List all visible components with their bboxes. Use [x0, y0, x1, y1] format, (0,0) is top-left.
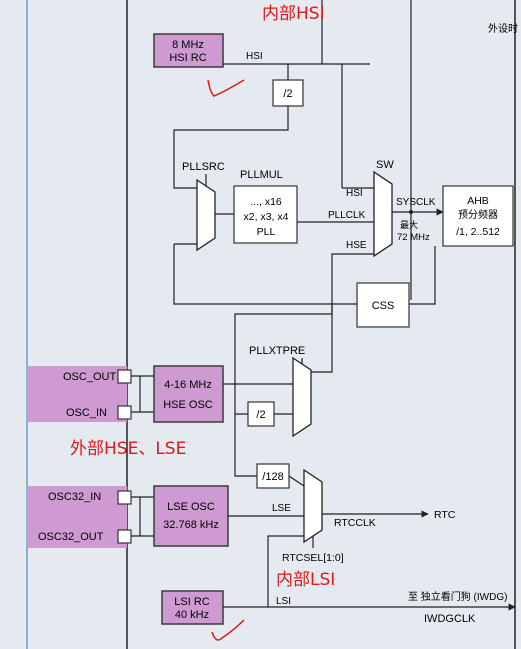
pll-line1: ..., x16 [250, 196, 282, 208]
osc-out-pin-label: OSC_OUT [63, 371, 116, 383]
osc-in-pin [117, 405, 132, 420]
sw-label: SW [376, 159, 394, 171]
ahb-line2: 预分频器 [458, 208, 498, 221]
rtcclk-label: RTCCLK [334, 517, 376, 529]
div128-to-rtcsel [288, 475, 305, 487]
lsi-rc-block [161, 590, 224, 625]
lsi-rc-line2: 40 kHz [175, 609, 209, 621]
pll-line3: PLL [257, 226, 276, 238]
lse-pin-area [27, 486, 127, 548]
hse-pin-area [27, 366, 127, 422]
hse-to-div128 [234, 414, 257, 477]
pllmul-label: PLLMUL [240, 169, 283, 181]
pllxtpre-label: PLLXTPRE [249, 345, 305, 357]
sysclk-label: SYSCLK [396, 197, 436, 208]
iwdgclk-label: IWDGCLK [424, 613, 476, 625]
lse-osc-line1: LSE OSC [167, 501, 215, 513]
hse-to-sw-wire [234, 253, 374, 384]
div2-to-pllsrc [173, 106, 289, 189]
osc32-out-pin [117, 529, 132, 544]
hse-div2-block [247, 401, 275, 427]
hse-osc-block [153, 365, 224, 423]
hse-div2-label: /2 [256, 409, 265, 421]
external-hse-lse-annotation: 外部HSE、LSE [70, 439, 186, 459]
sw-hse-label: HSE [346, 240, 367, 251]
max-label: 最大 [400, 219, 418, 230]
sw-hsi-label: HSI [346, 188, 363, 199]
div128-label: /128 [262, 471, 283, 483]
internal-hsi-annotation: 内部HSI [262, 4, 325, 24]
sw-mux [373, 170, 393, 258]
lse-osc-line2: 32.768 kHz [163, 519, 219, 531]
osc32-in-pin [117, 490, 132, 505]
pllxtpre-to-pllsrc [311, 304, 333, 373]
css-to-ahb [409, 246, 436, 305]
hse-to-div2 [234, 384, 248, 415]
pllsrc-label: PLLSRC [182, 161, 225, 173]
hse-osc-line2: HSE OSC [163, 399, 213, 411]
osc-out-pin [117, 369, 132, 384]
hsi-div2-label: /2 [283, 88, 292, 100]
lse-osc-block [153, 485, 229, 547]
osc32-in-pin-label: OSC32_IN [48, 491, 101, 503]
pllsrc-mux [196, 178, 216, 252]
iwdg-target-label: 至 独立看门狗 (IWDG) [408, 590, 507, 603]
lse-label: LSE [272, 503, 291, 514]
lsi-rc-line1: LSI RC [174, 596, 210, 608]
osc32-out-pin-label: OSC32_OUT [38, 531, 104, 543]
pllclk-label: PLLCLK [328, 210, 366, 221]
osc-in-pin-label: OSC_IN [66, 407, 107, 419]
css-block [356, 282, 410, 328]
rtc-label: RTC [434, 509, 456, 521]
hse-osc-line1: 4-16 MHz [164, 379, 212, 391]
ahb-line3: /1, 2..512 [456, 226, 500, 238]
sysclk-junction [409, 210, 413, 214]
ahb-line1: AHB [467, 195, 489, 207]
hsi-wire-label: HSI [246, 51, 263, 62]
lsi-wire [223, 535, 304, 608]
peripheral-clock-label: 外设时 [488, 23, 518, 35]
hsi-rc-line1: 8 MHz [172, 39, 204, 51]
ahb-block [442, 185, 514, 247]
max-value: 72 MHz [397, 232, 430, 243]
hsi-rc-block [153, 33, 224, 68]
pll-line2: x2, x3, x4 [244, 211, 289, 223]
lsi-label: LSI [276, 596, 291, 607]
hsi-rc-line2: HSI RC [169, 52, 206, 64]
rtcsel-mux [303, 468, 323, 544]
lsi-underline-mark [211, 619, 245, 641]
pllsrc-lower-input [173, 244, 332, 305]
rtcsel-label: RTCSEL[1:0] [282, 552, 344, 564]
pllxtpre-mux [292, 356, 312, 438]
css-label: CSS [372, 300, 395, 312]
hsi-underline-mark [207, 79, 245, 97]
internal-lsi-annotation: 内部LSI [276, 570, 335, 590]
